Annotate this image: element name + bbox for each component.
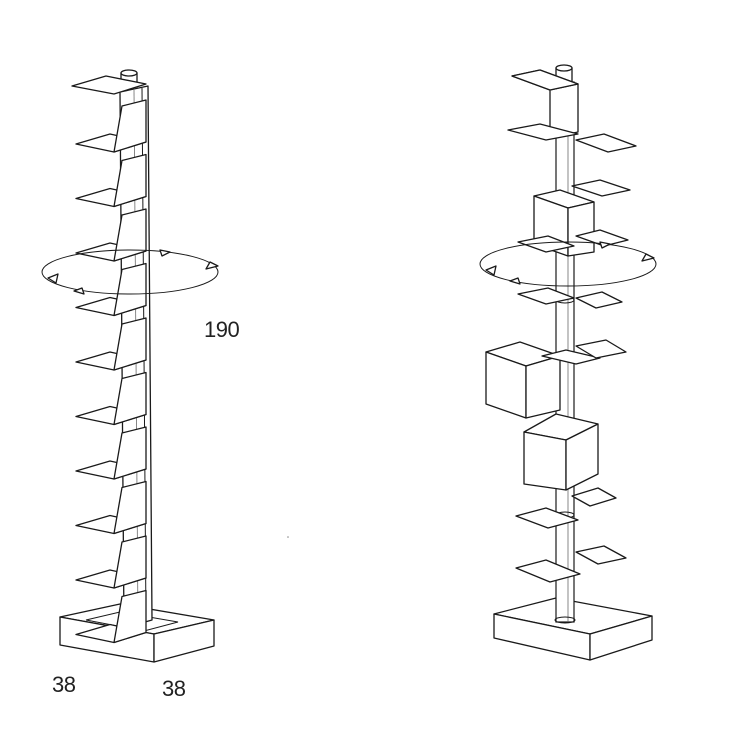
depth-dimension-label: 38 [162, 676, 186, 701]
left-shelf-back [113, 99, 147, 153]
right-shelf [541, 349, 601, 365]
left-shelf-back [113, 589, 147, 644]
left-rotation-arrow [41, 249, 219, 295]
right-shelf [515, 559, 581, 583]
left-shelf-back [113, 371, 147, 426]
left-shelf-top [71, 75, 147, 95]
left-shelf-back [113, 426, 147, 480]
stray-dot [287, 536, 289, 538]
left-shelf-back [113, 535, 147, 589]
right-open-box [485, 341, 561, 419]
left-shelf-back [113, 153, 147, 208]
left-shelf-back [113, 317, 147, 371]
right-shelf [575, 291, 623, 309]
width-dimension-label: 38 [52, 672, 76, 697]
right-pole [554, 64, 576, 624]
right-shelf [517, 287, 575, 305]
right-shelf [575, 545, 627, 565]
left-bookcase-drawing [41, 69, 219, 663]
right-lower-cube [523, 413, 599, 491]
left-shelf-back [113, 262, 147, 317]
left-shelves [71, 75, 147, 644]
left-shelf-back [113, 480, 147, 535]
height-dimension-label: 190 [204, 317, 240, 342]
left-shelf-back [113, 208, 147, 262]
right-shelf [511, 69, 579, 91]
right-shelf [517, 235, 575, 253]
right-shelf [575, 133, 637, 153]
right-rotation-arrow [479, 241, 657, 287]
right-shelves [511, 69, 637, 583]
right-shelf [571, 179, 631, 197]
right-shelf [571, 487, 617, 507]
right-bookcase-drawing [479, 64, 657, 661]
right-shelf [515, 507, 579, 529]
right-shelf [575, 339, 627, 359]
